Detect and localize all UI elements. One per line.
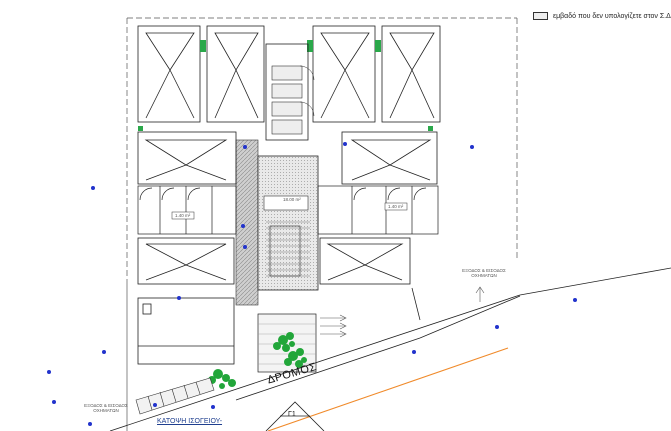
room-area-label-small-left: 1.40 m² bbox=[175, 213, 191, 218]
stair-icon bbox=[320, 314, 347, 338]
ground-unit bbox=[137, 297, 235, 365]
green-columns bbox=[138, 40, 433, 131]
small-rooms bbox=[137, 185, 439, 235]
north-arrow bbox=[475, 286, 485, 302]
room-area-label: 18.00 m² bbox=[283, 197, 301, 202]
middle-units bbox=[137, 131, 438, 185]
room-area-label-small-right: 1.40 m² bbox=[388, 204, 404, 209]
section-mark-label: Γ1 bbox=[288, 411, 296, 418]
ramp-steps bbox=[135, 377, 215, 415]
road-edges bbox=[109, 267, 671, 431]
stair-lobby bbox=[257, 155, 319, 291]
plan-title: ΚΑΤΟΨΗ ΙΣΟΓΕΙΟΥ- bbox=[157, 418, 223, 425]
elevation-marker-icon bbox=[47, 142, 577, 426]
legend-swatch bbox=[533, 12, 548, 20]
legend: εμβαδό που δεν υπολογίζετε στον Σ.Δ bbox=[533, 11, 671, 21]
exit-label-left: ΕΞΟΔΟΣ & ΕΙΣΟΔΟΣ ΟΧΗΜΑΤΩΝ bbox=[84, 403, 128, 413]
parking-bays-top bbox=[137, 25, 441, 123]
exit-label-right: ΕΞΟΔΟΣ & ΕΙΣΟΔΟΣ ΟΧΗΜΑΤΩΝ bbox=[462, 268, 506, 278]
section-mark bbox=[265, 401, 325, 431]
vertical-shaft bbox=[235, 139, 259, 306]
road-axis bbox=[267, 347, 509, 431]
central-core bbox=[265, 43, 315, 141]
room-label-boxes bbox=[171, 202, 408, 220]
legend-text: εμβαδό που δεν υπολογίζετε στον Σ.Δ bbox=[553, 12, 671, 20]
parking-bays-lower bbox=[137, 237, 411, 285]
property-boundary bbox=[126, 17, 518, 431]
